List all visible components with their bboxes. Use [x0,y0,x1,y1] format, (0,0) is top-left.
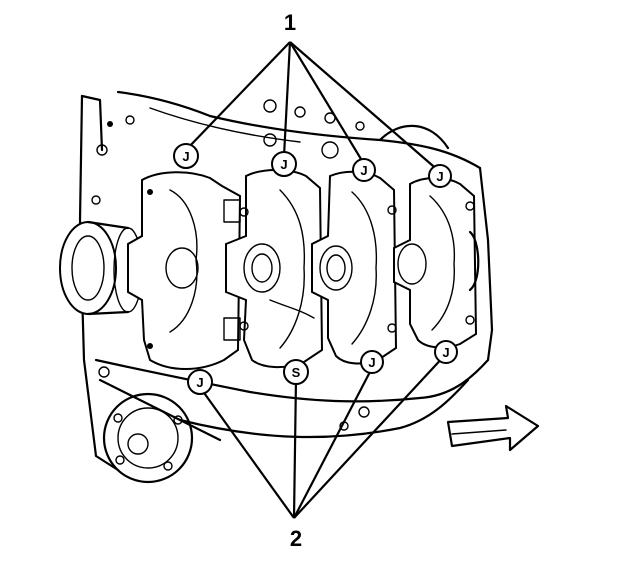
bearing-cap-1 [127,171,242,370]
bearing-cap-2 [225,169,324,368]
bearing-cap-4 [393,177,480,349]
svg-text:J: J [360,163,367,178]
top-bolt-stamp-4: J [428,164,452,188]
top-bolt-stamp-2: J [271,151,297,177]
bottom-bolt-stamp-1: J [187,369,213,395]
svg-text:J: J [280,157,287,172]
svg-text:S: S [292,365,301,380]
top-bolt-stamp-1: J [173,143,199,169]
callout-label-2: 2 [290,526,302,551]
bottom-bolt-stamp-3: J [360,350,384,374]
bottom-bolt-stamp-4: J [434,340,458,364]
callout-label-1: 1 [284,10,296,35]
rear-flange [102,392,194,484]
engine-block [78,90,494,472]
callout-1-leaders [185,41,441,173]
callout-2-leaders [201,353,447,519]
bottom-bolt-stamp-2: S [283,359,309,385]
svg-text:J: J [182,149,189,164]
svg-text:J: J [368,355,375,370]
front-direction-arrow-icon [446,404,540,452]
top-bolt-stamp-3: J [352,158,376,182]
crank-snout [59,220,143,316]
svg-text:J: J [196,375,203,390]
svg-text:J: J [436,169,443,184]
svg-text:J: J [442,345,449,360]
bearing-cap-3 [311,170,398,365]
